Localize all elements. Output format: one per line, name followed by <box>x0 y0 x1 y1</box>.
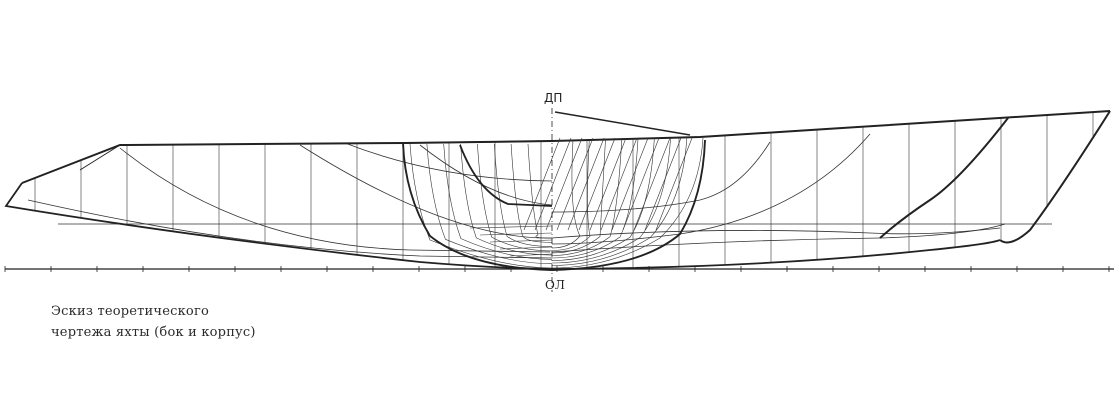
buttock-line-3 <box>344 142 553 182</box>
profile-outline <box>4 110 1111 270</box>
forebody-diagonal <box>499 246 553 250</box>
centerline-label: ДП <box>544 91 562 105</box>
profile-buttocks <box>27 133 1006 259</box>
forebody-diagonal <box>489 239 553 243</box>
afterbody-hatch-line <box>611 137 649 231</box>
sheer-line <box>21 110 1111 184</box>
forebody-section-line <box>510 143 553 243</box>
deck-line-fore <box>79 144 121 171</box>
buttock-aft-1 <box>551 227 1001 239</box>
forebody-section-line <box>477 143 553 252</box>
forebody-diagonal <box>479 232 553 236</box>
baseline-label: ОЛ <box>545 278 565 292</box>
body-plan <box>402 111 706 271</box>
afterbody-section-line <box>551 139 591 251</box>
forebody-section-line <box>426 143 553 264</box>
forebody-diagonal <box>509 253 553 257</box>
afterbody-hatch-line <box>523 137 561 231</box>
afterbody-section-line <box>551 138 639 259</box>
afterbody-hatch-line <box>578 137 616 231</box>
forebody-diagonal <box>469 225 553 229</box>
afterbody-section-line <box>551 139 581 249</box>
afterbody-sections <box>523 137 704 269</box>
afterbody-hatch-line <box>589 137 627 231</box>
afterbody-section-line <box>551 138 671 264</box>
afterbody-hatch-line <box>545 137 583 231</box>
buttock-aft-2 <box>551 223 1006 253</box>
buttock-line-2 <box>27 199 553 259</box>
forebody-section-line <box>494 143 553 247</box>
transom-inner <box>879 117 1009 239</box>
stem-profile <box>4 182 553 270</box>
afterbody-section-line <box>551 138 655 261</box>
forebody-section-line <box>527 143 553 239</box>
diagonal-line-1 <box>419 144 553 206</box>
afterbody-hatch-line <box>644 137 682 231</box>
forebody-section-line <box>460 143 553 256</box>
section-deck-line <box>402 140 553 144</box>
transom-profile <box>999 110 1111 244</box>
drawing-caption: Эскиз теоретического чертежа яхты (бок и… <box>51 301 371 343</box>
afterbody-hatch-line <box>567 137 605 231</box>
afterbody-section-line <box>551 139 623 256</box>
afterbody-hatch-line <box>622 137 660 231</box>
forebody-sections <box>409 143 553 269</box>
forebody-section-line <box>443 143 553 260</box>
afterbody-section-line <box>551 139 606 254</box>
caption-line-1: Эскиз теоретического <box>51 304 209 319</box>
afterbody-hatch-line <box>655 137 693 231</box>
afterbody-section-line <box>551 138 688 266</box>
keel-rocker <box>551 239 1001 270</box>
afterbody-hatch-line <box>534 137 572 231</box>
afterbody-hatch-line <box>600 137 638 231</box>
caption-line-2: чертежа яхты (бок и корпус) <box>51 325 256 340</box>
afterbody-hatch-line <box>556 137 594 231</box>
afterbody-section-line <box>551 137 704 269</box>
buttock-line-1 <box>119 147 551 253</box>
afterbody-hatch-line <box>633 137 671 231</box>
forebody-section-line <box>409 143 553 269</box>
diagonal-aft-1 <box>551 141 771 213</box>
bow-sheer-line <box>554 111 691 136</box>
keel-fin-section <box>459 144 553 207</box>
diagonal-aft-2 <box>551 133 871 245</box>
